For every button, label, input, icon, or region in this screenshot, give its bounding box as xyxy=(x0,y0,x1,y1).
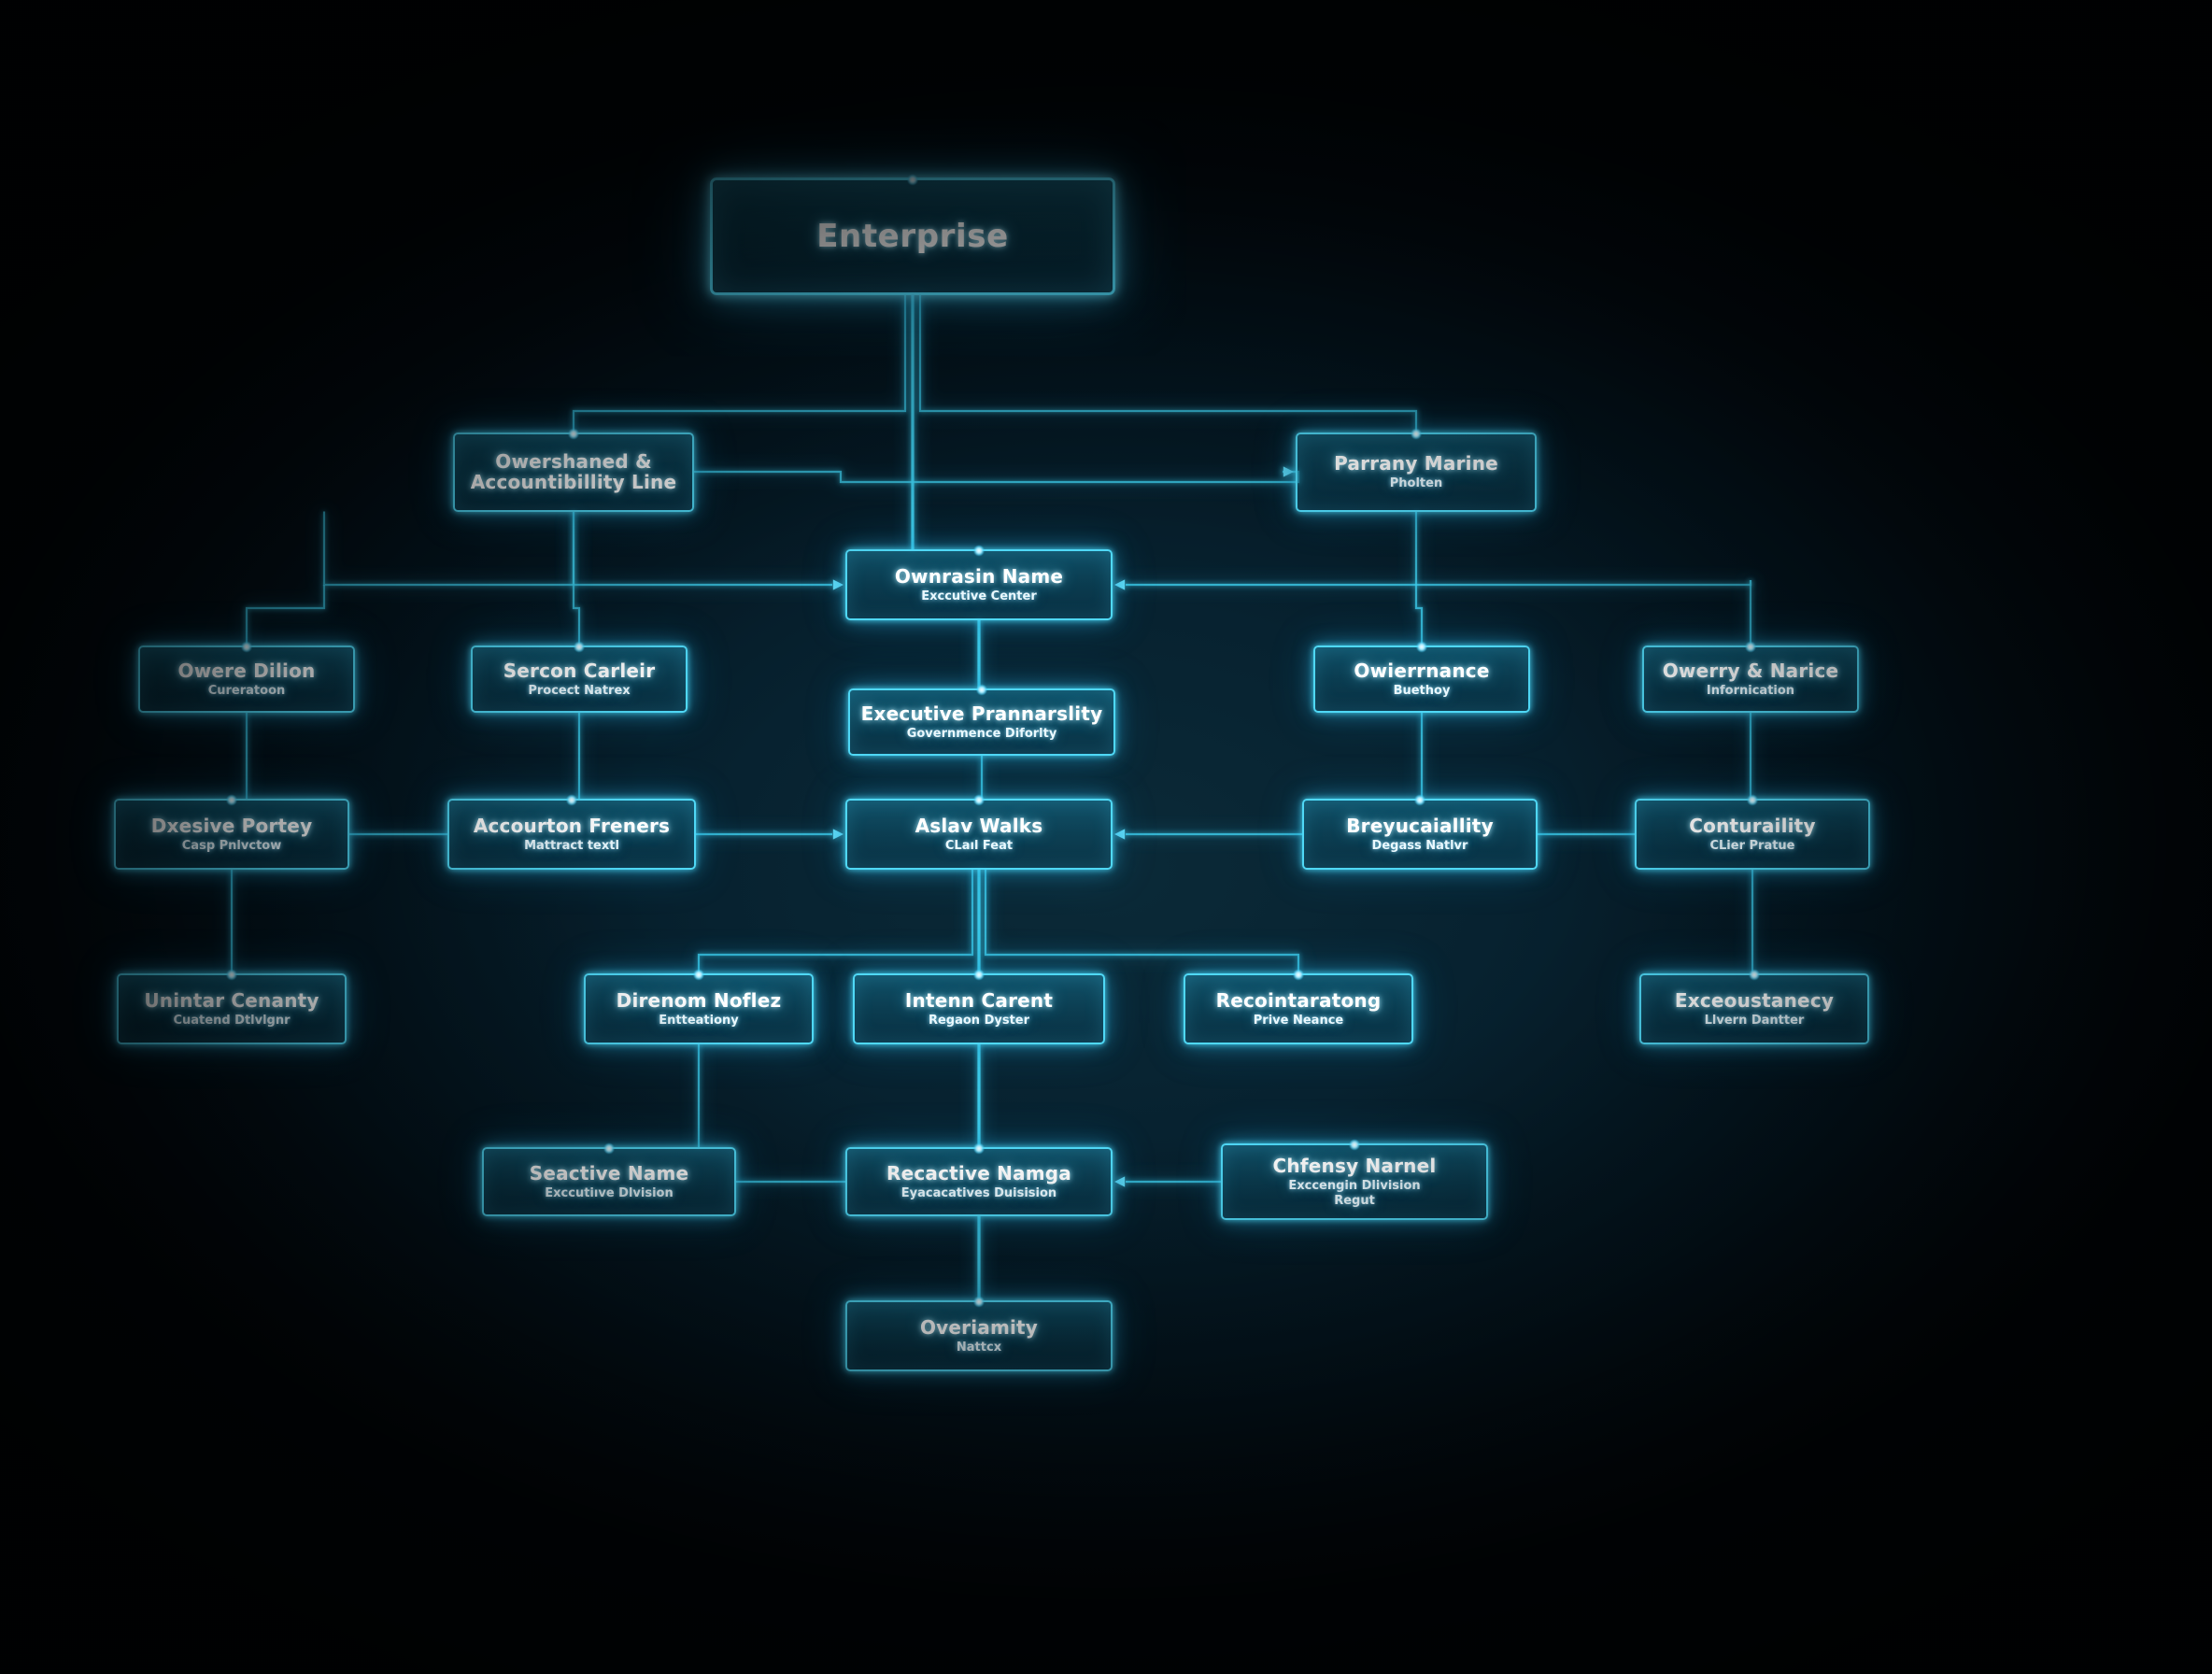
connector-arrowhead-icon xyxy=(1283,466,1294,477)
node-subtitle: Buethoy xyxy=(1393,684,1451,699)
node-subtitle: Exccengin Dlivision Regut xyxy=(1288,1179,1421,1208)
node-subtitle: Degass Natlvr xyxy=(1371,839,1468,854)
node-subtitle: Regaon Dyster xyxy=(928,1014,1030,1029)
node-title: Owierrnance xyxy=(1354,659,1490,682)
node-title: Ownrasin Name xyxy=(894,564,1064,588)
connector xyxy=(1414,511,1424,645)
node-title: Owere Dilion xyxy=(177,659,316,682)
connector xyxy=(694,470,1300,484)
node-title: Accourton Freners xyxy=(473,814,671,837)
connector xyxy=(322,511,832,587)
node-title: Executive Prannarslity xyxy=(860,702,1103,725)
connector xyxy=(572,295,907,433)
node-subtitle: Exccutiıve Dlvision xyxy=(545,1186,674,1201)
node-subtitle: Eyacacatives Duisision xyxy=(900,1186,1057,1201)
node-title: Enterprise xyxy=(816,217,1009,255)
connector xyxy=(697,870,974,973)
node-subtitle: Infornication xyxy=(1706,684,1795,699)
connector xyxy=(918,295,1418,433)
node-title: Unintar Cenanty xyxy=(144,988,319,1012)
root-node[interactable]: Enterprise xyxy=(710,175,1115,295)
node-title: Exceoustanecy xyxy=(1674,988,1835,1012)
node-title: Dxesive Portey xyxy=(150,814,313,837)
node-subtitle: Casp Pnlvctow xyxy=(181,839,282,854)
connector xyxy=(984,870,1300,973)
node-subtitle: Nattcx xyxy=(956,1341,1002,1355)
node-title: Overiamity xyxy=(919,1315,1039,1339)
node-subtitle: Governmence Diforlty xyxy=(906,727,1057,742)
node-subtitle: Mattract textl xyxy=(524,839,619,854)
node-title: Recactive Namga xyxy=(886,1161,1072,1185)
node-subtitle: Entteationy xyxy=(659,1014,739,1029)
node-title: Conturaility xyxy=(1689,814,1816,837)
connector-arrowhead-icon xyxy=(832,829,844,840)
node-subtitle: Cureratoon xyxy=(207,684,286,699)
node-subtitle: CLier Pratue xyxy=(1709,839,1795,854)
node-title: Aslav Walks xyxy=(915,814,1043,837)
node-title: Seactive Name xyxy=(529,1161,689,1185)
connector xyxy=(572,511,581,645)
connector xyxy=(245,585,326,645)
node-subtitle: Exccutive Center xyxy=(921,589,1037,604)
node-subtitle: Cuatend Dtlvlgnr xyxy=(173,1014,291,1029)
node-title: Breyucaiallity xyxy=(1346,814,1494,837)
connector-arrowhead-icon xyxy=(1114,1176,1126,1187)
node-subtitle: Prive Neance xyxy=(1253,1014,1344,1029)
node-title: Intenn Carent xyxy=(904,988,1054,1012)
node-subtitle: CLaıl Feat xyxy=(944,839,1014,854)
node-title: Sercon Carleir xyxy=(503,659,656,682)
node-title: Owershaned & Accountibillity Line xyxy=(470,449,677,493)
node-title: Owerry & Narice xyxy=(1662,659,1839,682)
node-title: Chfensy Narnel xyxy=(1272,1154,1437,1177)
node-subtitle: Procect Natrex xyxy=(528,684,631,699)
org-node[interactable]: Owershaned & Accountibillity Line xyxy=(453,428,694,512)
node-subtitle: Llvern Dantter xyxy=(1704,1014,1805,1029)
connector-arrowhead-icon xyxy=(1114,829,1126,840)
connector xyxy=(1126,580,1752,587)
connector-arrowhead-icon xyxy=(832,579,844,590)
node-subtitle: Pholten xyxy=(1389,476,1443,491)
node-title: Parrany Marine xyxy=(1334,451,1498,475)
node-title: Recointaratong xyxy=(1215,988,1382,1012)
connector-arrowhead-icon xyxy=(1114,579,1126,590)
node-title: Direnom Noflez xyxy=(616,988,782,1012)
